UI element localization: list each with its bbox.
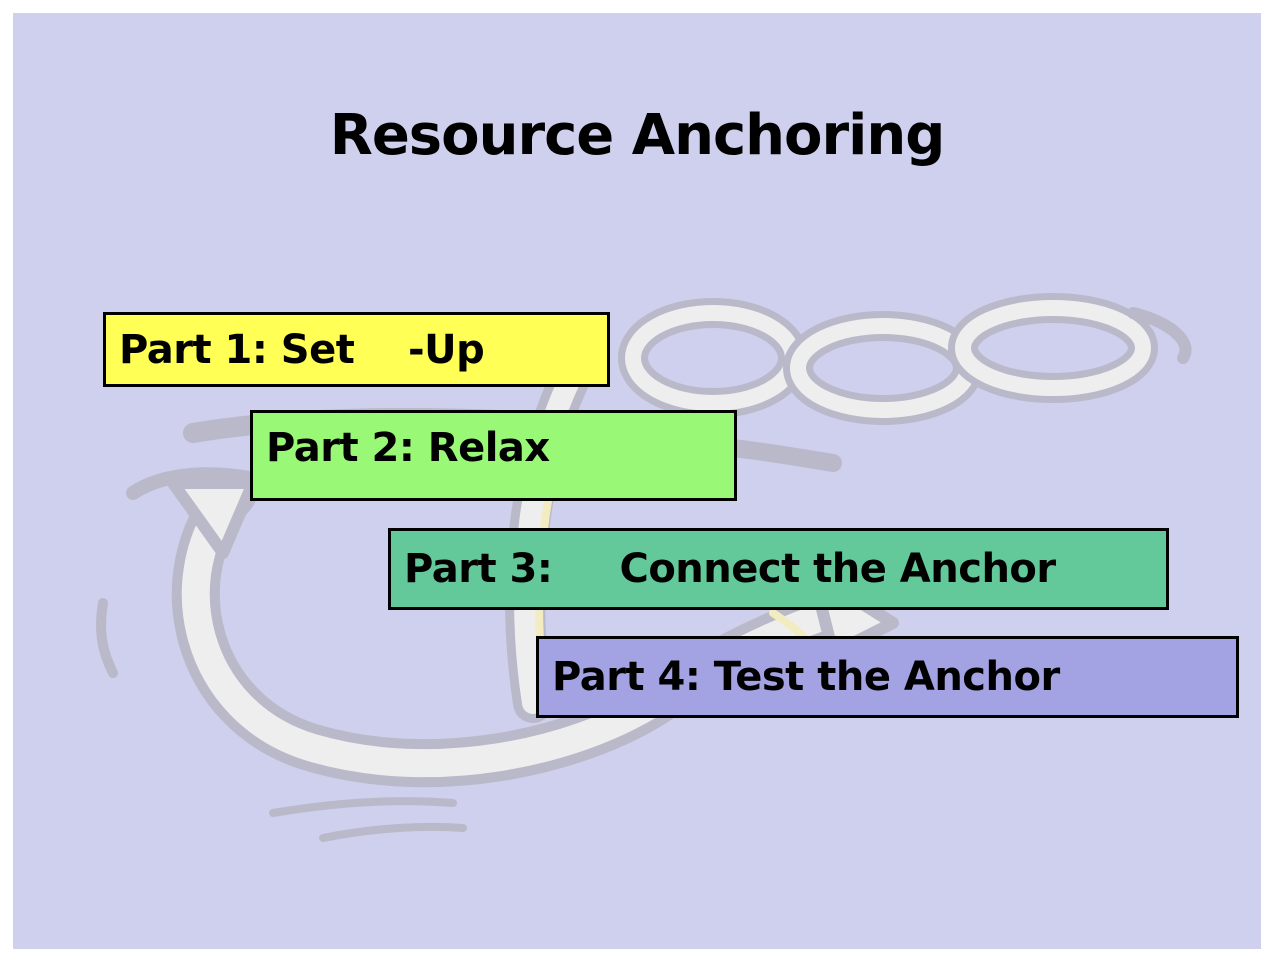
part-3-box: Part 3: Connect the Anchor <box>388 528 1169 610</box>
part-4-box: Part 4: Test the Anchor <box>536 636 1239 718</box>
slide: Resource Anchoring Part 1: Set -Up Part … <box>13 13 1261 949</box>
part-1-box: Part 1: Set -Up <box>103 312 610 387</box>
slide-title: Resource Anchoring <box>329 103 946 168</box>
part-2-box: Part 2: Relax <box>250 410 737 501</box>
